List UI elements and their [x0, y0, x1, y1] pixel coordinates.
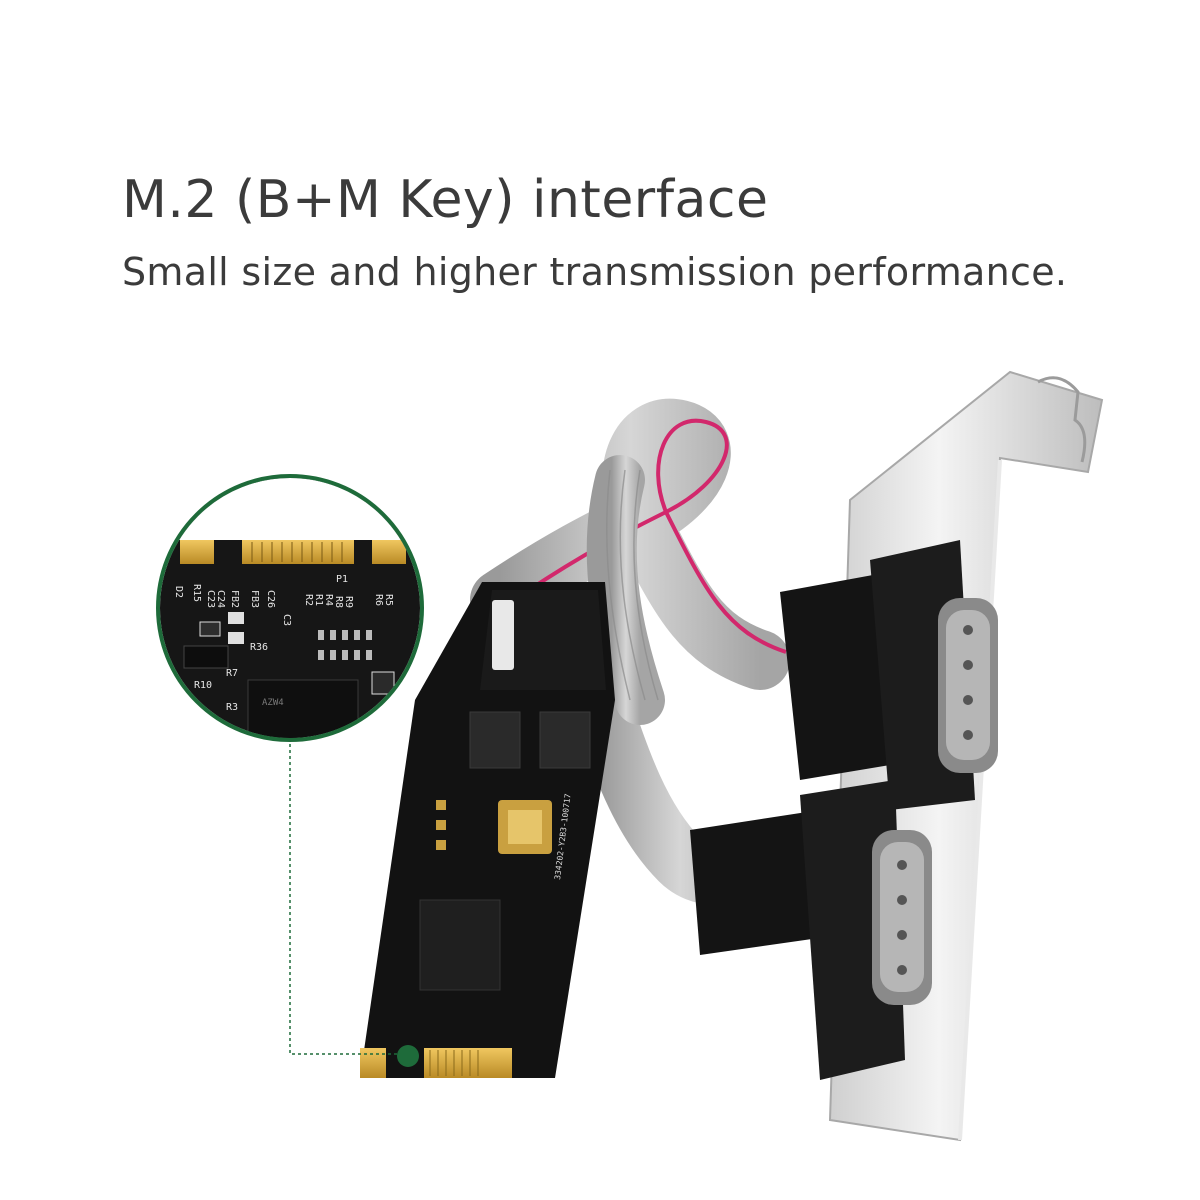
silkscreen-label: FB3 — [249, 590, 260, 608]
silkscreen-label: R2 — [303, 594, 314, 606]
silkscreen-label: C3 — [281, 614, 292, 626]
header-connector — [492, 600, 514, 670]
silkscreen-label: R3 — [226, 702, 238, 713]
silkscreen-label: P1 — [336, 574, 348, 585]
silkscreen-label: R7 — [226, 668, 238, 679]
silkscreen-label: R1 — [313, 594, 324, 606]
silkscreen-label: R36 — [250, 642, 268, 653]
silkscreen-label: C26 — [265, 590, 276, 608]
page-headline: M.2 (B+M Key) interface — [122, 170, 769, 230]
db9-connector-top — [780, 540, 998, 810]
zoom-magnifier: P1 R6 R5 R2 R1 R4 R8 R9 C26 FB3 FB2 C24 … — [156, 474, 424, 742]
silkscreen-label: R10 — [194, 680, 212, 691]
silkscreen-label: R5 — [383, 594, 394, 606]
silkscreen-label: R6 — [373, 594, 384, 606]
silkscreen-label: D2 — [173, 586, 184, 598]
silkscreen-label: R8 — [333, 596, 344, 608]
db9-connector-bottom — [690, 780, 932, 1080]
silkscreen-label: R9 — [343, 596, 354, 608]
chip-marking: AZW4 — [262, 698, 284, 708]
m2-expansion-card: 334202-Y2B3-100717 — [360, 582, 615, 1078]
callout-dot — [397, 1045, 419, 1067]
silkscreen-label: FB2 — [229, 590, 240, 608]
silkscreen-label: R4 — [323, 594, 334, 606]
silkscreen-label: R15 — [191, 584, 202, 602]
page-subheadline: Small size and higher transmission perfo… — [122, 250, 1068, 294]
silkscreen-label: C23 — [205, 590, 216, 608]
silkscreen-label: C24 — [215, 590, 226, 608]
